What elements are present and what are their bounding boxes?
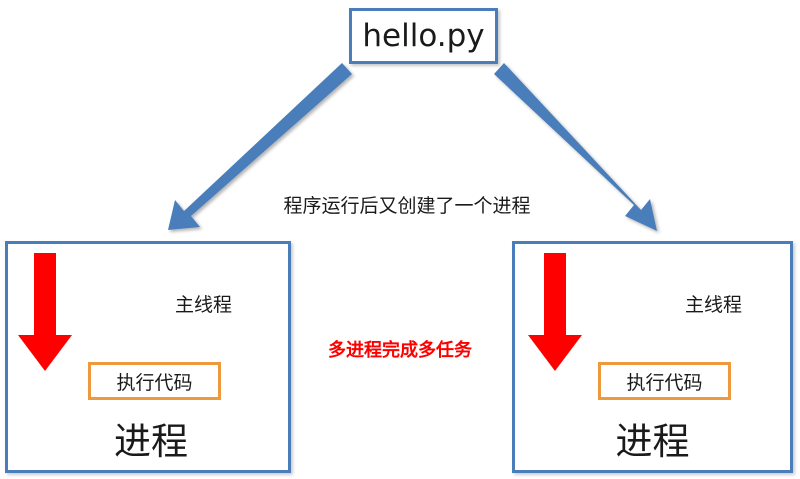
process-box-1: 主线程 执行代码 进程 bbox=[5, 241, 291, 473]
main-thread-label-1: 主线程 bbox=[175, 294, 233, 316]
code-box-1: 执行代码 bbox=[88, 362, 221, 400]
main-thread-label-2: 主线程 bbox=[685, 294, 743, 316]
hello-py-label: hello.py bbox=[362, 17, 485, 54]
code-label-2: 执行代码 bbox=[626, 371, 703, 394]
execution-arrow-1 bbox=[18, 253, 72, 371]
fork-caption: 程序运行后又创建了一个进程 bbox=[283, 195, 531, 217]
multiprocess-note: 多进程完成多任务 bbox=[328, 340, 472, 361]
process-title-2: 进程 bbox=[615, 420, 690, 463]
process-box-2: 主线程 执行代码 进程 bbox=[512, 241, 793, 473]
code-box-2: 执行代码 bbox=[598, 362, 731, 400]
execution-arrow-2 bbox=[528, 253, 582, 371]
process-title-1: 进程 bbox=[114, 420, 188, 463]
code-label-1: 执行代码 bbox=[116, 371, 193, 394]
hello-py-box: hello.py bbox=[349, 8, 498, 64]
